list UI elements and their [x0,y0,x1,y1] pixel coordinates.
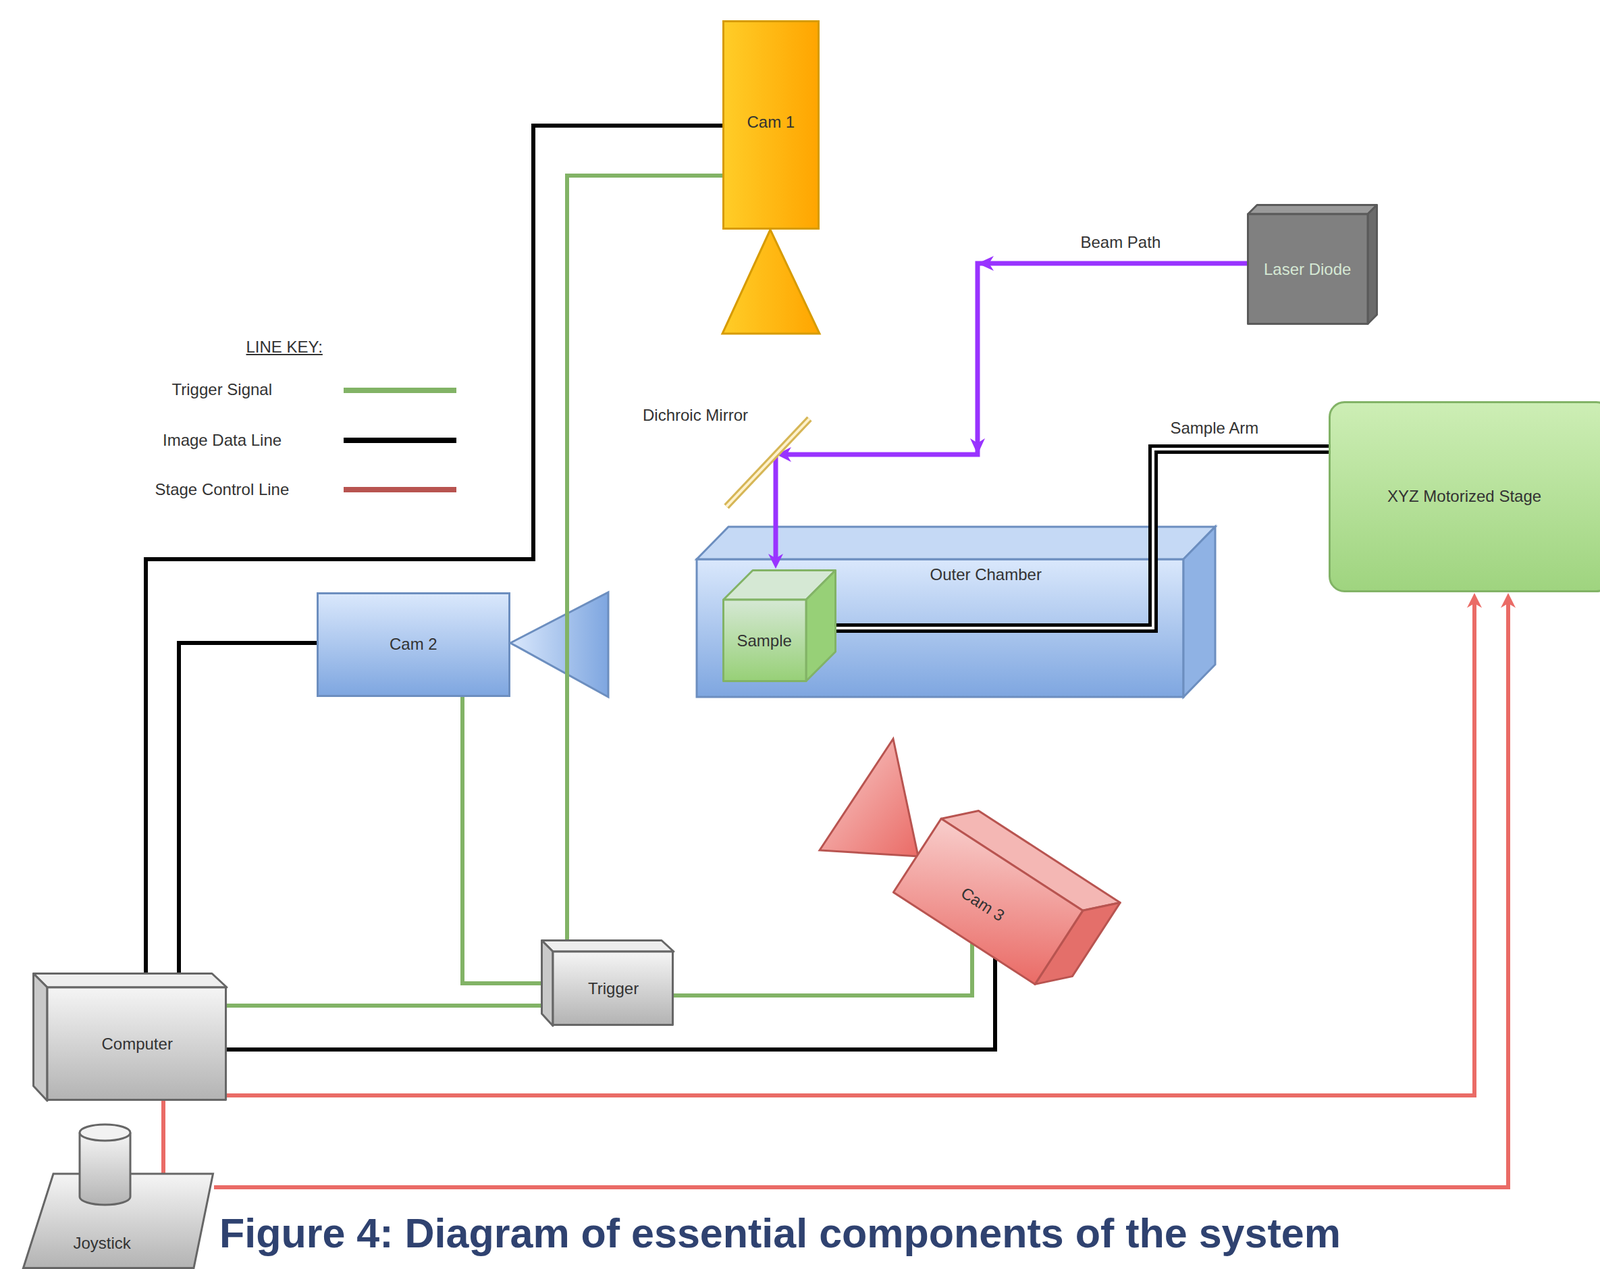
trigger-box: Trigger [540,939,674,1026]
computer-box-part [47,987,227,1100]
trigger-box-part [542,940,675,952]
stage-control-line [163,1100,165,1174]
connector-label: Sample Arm [1167,418,1262,439]
motorized-stage: XYZ Motorized Stage [1328,401,1600,593]
dichroic-mirror: Dichroic Mirror [634,401,821,510]
figure-caption: Figure 4: Diagram of essential component… [219,1208,1341,1258]
dichroic-mirror-part [726,418,810,507]
trigger-line [226,1005,541,1006]
trigger-line [673,943,973,996]
laser-diode-part [1248,214,1369,325]
laser-diode-part [1248,205,1378,215]
camera-lens [819,738,919,857]
arm-core [836,448,1329,628]
sample-arm [836,448,1329,628]
node-label: XYZ Motorized Stage [1387,486,1542,507]
chamber-side [1183,526,1216,697]
legend-entry: Stage Control Line [155,480,290,500]
node-label: Trigger [588,978,639,999]
laser-diode-part [1367,205,1378,325]
connector-line [462,696,541,983]
camera-body-part [317,593,510,697]
legend-entry: Trigger Signal [172,380,273,400]
connector-line [567,175,723,940]
camera-body: Cam 3 [897,806,1114,1003]
sample-cube-part [723,599,807,682]
camera-lens [510,592,609,697]
connector-label: Beam Path [1078,232,1164,253]
motorized-stage-part [1329,402,1600,592]
sample-cube-shape [722,569,837,682]
computer-box: Computer [32,972,227,1101]
camera-body: Cam 1 [722,20,820,230]
camera-body-part [723,21,819,229]
camera-body: Cam 2 [316,592,511,697]
connector-line [673,943,973,996]
joystick: Joystick [22,1122,215,1269]
joystick-part [79,1124,131,1141]
node-label: Outer Chamber [930,565,1042,585]
node-label: Joystick [73,1233,131,1253]
node-label: Sample [737,631,792,651]
image-data-line [145,125,723,973]
connector-line [161,1100,166,1174]
connector-line [178,642,317,973]
outer-chamber: Outer ChamberSample [696,526,1216,697]
dichroic-mirror-part [726,418,810,507]
legend-line [343,387,457,393]
legend-line [343,486,457,493]
arm-outline [836,448,1329,628]
trigger-box-part [542,940,554,1027]
computer-box-part [33,973,228,988]
legend-line [343,437,457,443]
camera-lens [722,229,820,334]
arrowhead [977,255,994,271]
camera-body-shape [897,806,1114,1003]
trigger-box-part [552,951,674,1025]
computer-box-part [33,973,48,1102]
joystick-part [79,1132,131,1205]
sample-cube: Sample [722,569,837,682]
node-label: Laser Diode [1263,259,1351,280]
trigger-line [462,696,541,983]
connector-line [773,454,779,562]
connector-line [226,1003,541,1008]
camera-body-part [893,818,1083,984]
trigger-line [567,175,723,940]
image-data-line [178,642,317,973]
legend-entry: Image Data Line [162,430,282,451]
legend-heading: LINE KEY: [246,337,323,358]
camera-shape [893,795,1120,1000]
beam-path [775,454,777,562]
connector-line [145,125,723,973]
node-label: Cam 1 [747,112,796,133]
node-label: Cam 2 [389,634,438,655]
node-label: Computer [101,1034,173,1054]
laser-diode: Laser Diode [1246,203,1378,325]
node-label: Dichroic Mirror [642,405,749,426]
sample-cube-part [806,570,836,682]
arrowhead [970,438,985,455]
